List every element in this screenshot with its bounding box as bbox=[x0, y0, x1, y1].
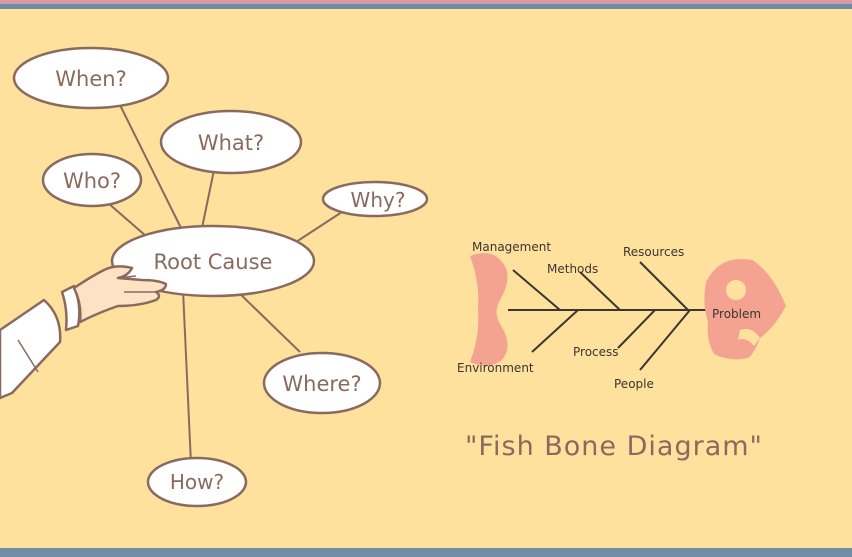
bubble-how: How? bbox=[148, 458, 246, 506]
bubble-what: What? bbox=[161, 111, 301, 173]
fishbone-diagram: Management Methods Resources Problem Env… bbox=[457, 240, 786, 391]
connector-where bbox=[236, 290, 300, 352]
label-methods: Methods bbox=[547, 262, 598, 276]
bone-resources bbox=[640, 262, 688, 310]
fish-eye bbox=[726, 280, 746, 300]
bubble-when-label: When? bbox=[55, 67, 126, 91]
label-process: Process bbox=[573, 345, 619, 359]
label-resources: Resources bbox=[623, 245, 684, 259]
bubble-why-label: Why? bbox=[351, 188, 406, 212]
label-management: Management bbox=[472, 240, 551, 254]
fish-tail-shape bbox=[470, 253, 508, 365]
label-people: People bbox=[614, 377, 654, 391]
bubble-why: Why? bbox=[323, 182, 427, 216]
connector-who bbox=[108, 203, 146, 236]
bubble-when: When? bbox=[14, 48, 168, 108]
pointing-hand-illustration bbox=[0, 266, 166, 398]
connector-what bbox=[202, 170, 214, 228]
bone-methods bbox=[580, 272, 620, 310]
diagram-caption: "Fish Bone Diagram" bbox=[465, 431, 763, 462]
bubble-what-label: What? bbox=[198, 131, 264, 155]
bubble-who-label: Who? bbox=[63, 169, 121, 193]
bubble-where: Where? bbox=[264, 353, 380, 413]
connector-why bbox=[296, 210, 345, 242]
connector-how bbox=[183, 290, 191, 464]
bone-environment bbox=[532, 310, 578, 352]
bubble-root-cause-label: Root Cause bbox=[154, 250, 273, 274]
bubble-how-label: How? bbox=[170, 470, 224, 494]
bubble-who: Who? bbox=[43, 154, 141, 206]
bubble-where-label: Where? bbox=[282, 372, 361, 396]
bone-process bbox=[618, 310, 655, 348]
label-problem: Problem bbox=[712, 307, 761, 321]
label-environment: Environment bbox=[457, 361, 534, 375]
bone-management bbox=[513, 270, 560, 310]
